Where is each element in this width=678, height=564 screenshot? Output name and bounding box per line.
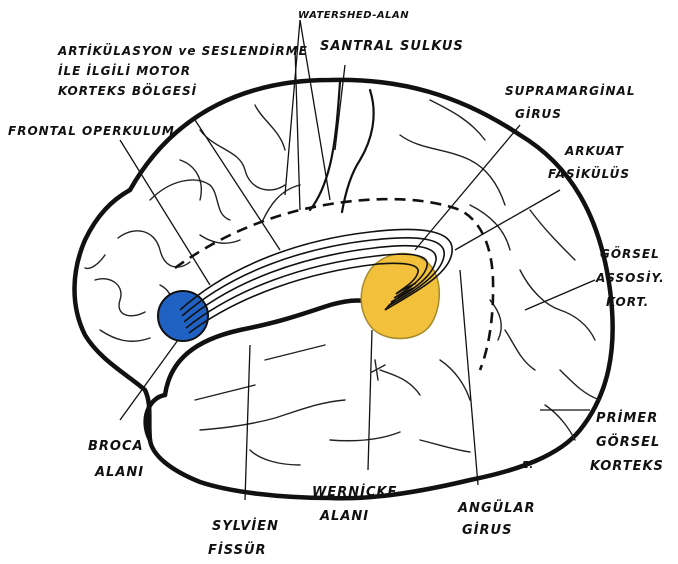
temporal-folds	[195, 345, 470, 465]
label-motor-cortex-line1: ARTİKÜLASYON ve SESLENDİRME	[57, 43, 308, 58]
label-frontal-operculum: FRONTAL OPERKULUM	[8, 124, 175, 138]
label-primary-visual-line3: KORTEKS	[590, 459, 664, 474]
label-motor-cortex-line2: İLE İLGİLİ MOTOR	[58, 63, 191, 78]
artist-mark: E.	[522, 460, 534, 471]
label-angular-line1: ANGÜLAR	[457, 500, 536, 516]
label-sylvian-line2: FİSSÜR	[208, 542, 267, 558]
label-visual-assoc-line3: KORT.	[606, 295, 649, 309]
label-watershed: WATERSHED-ALAN	[298, 10, 409, 21]
label-visual-assoc-line2: ASSOSİY.	[595, 270, 665, 285]
label-primary-visual-line1: PRİMER	[596, 410, 658, 426]
label-visual-assoc-line1: GÖRSEL	[600, 246, 660, 261]
label-supramarginal-line2: GİRUS	[515, 106, 562, 121]
watershed-boundary	[175, 199, 493, 370]
label-central-sulcus: SANTRAL SULKUS	[320, 39, 464, 54]
label-broca-line2: ALANI	[94, 465, 144, 480]
label-motor-cortex-line3: KORTEKS BÖLGESİ	[58, 83, 197, 98]
label-wernicke-line1: WERNİCKE	[312, 484, 397, 500]
label-arcuate-line2: FASİKÜLÜS	[548, 166, 630, 181]
label-primary-visual-line2: GÖRSEL	[596, 434, 660, 450]
label-supramarginal-line1: SUPRAMARGİNAL	[505, 83, 635, 98]
label-arcuate-line1: ARKUAT	[564, 144, 624, 158]
occipital-folds	[490, 210, 600, 440]
parietal-folds	[200, 82, 510, 250]
label-angular-line2: GİRUS	[462, 522, 512, 538]
label-wernicke-line2: ALANI	[319, 509, 369, 524]
label-sylvian-line1: SYLVİEN	[212, 518, 279, 534]
label-broca-line1: BROCA	[88, 439, 144, 454]
